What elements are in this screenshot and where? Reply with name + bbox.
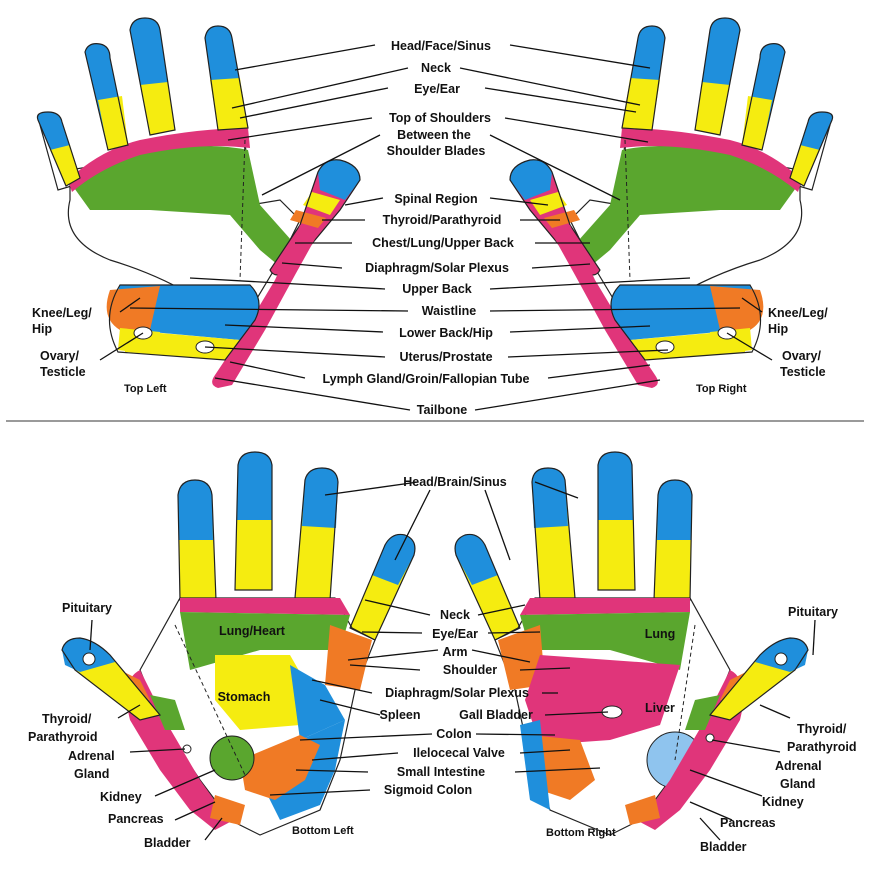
label-tailbone: Tailbone: [417, 403, 468, 417]
label-thyroid-top: Thyroid/Parathyroid: [383, 213, 502, 227]
label-stomach: Stomach: [218, 690, 271, 704]
label-head-face-sinus: Head/Face/Sinus: [391, 39, 491, 53]
label-pituitary-right: Pituitary: [788, 605, 838, 619]
label-waistline: Waistline: [422, 304, 476, 318]
label-chest-lung: Chest/Lung/Upper Back: [372, 236, 514, 250]
label-adrenal-right-1: Adrenal: [775, 759, 822, 773]
label-adrenal-left-1: Adrenal: [68, 749, 115, 763]
label-eye-ear-top: Eye/Ear: [414, 82, 460, 96]
label-lung: Lung: [645, 627, 676, 641]
label-uterus-prostate: Uterus/Prostate: [399, 350, 492, 364]
bottom-labels: Head/Brain/Sinus Neck Eye/Ear Arm Should…: [28, 475, 856, 854]
label-lung-heart: Lung/Heart: [219, 624, 286, 638]
label-thyroid-right-1: Thyroid/: [797, 722, 847, 736]
label-thyroid-right-2: Parathyroid: [787, 740, 856, 754]
label-neck-bottom: Neck: [440, 608, 470, 622]
label-gall-bladder: Gall Bladder: [459, 708, 533, 722]
label-arm: Arm: [442, 645, 467, 659]
label-sigmoid-colon: Sigmoid Colon: [384, 783, 472, 797]
label-eye-ear-bottom: Eye/Ear: [432, 627, 478, 641]
label-lymph: Lymph Gland/Groin/Fallopian Tube: [323, 372, 530, 386]
label-lower-back-hip: Lower Back/Hip: [399, 326, 493, 340]
label-head-brain-sinus: Head/Brain/Sinus: [403, 475, 507, 489]
label-knee-right-2: Hip: [768, 322, 789, 336]
label-diaphragm-top: Diaphragm/Solar Plexus: [365, 261, 509, 275]
label-top-left: Top Left: [124, 383, 167, 395]
label-pancreas-right: Pancreas: [720, 816, 776, 830]
label-adrenal-left-2: Gland: [74, 767, 109, 781]
label-knee-left-2: Hip: [32, 322, 53, 336]
label-bladder-left: Bladder: [144, 836, 191, 850]
top-left-hand: [37, 18, 360, 388]
label-colon: Colon: [436, 727, 471, 741]
label-pancreas-left: Pancreas: [108, 812, 164, 826]
label-bottom-left: Bottom Left: [292, 825, 354, 837]
label-bladder-right: Bladder: [700, 840, 747, 854]
label-spinal-region: Spinal Region: [394, 192, 477, 206]
label-kidney-right: Kidney: [762, 795, 804, 809]
label-spleen: Spleen: [380, 708, 421, 722]
label-liver: Liver: [645, 701, 675, 715]
label-diaphragm-bottom: Diaphragm/Solar Plexus: [385, 686, 529, 700]
label-top-of-shoulders: Top of Shoulders: [389, 111, 491, 125]
label-ovary-left-1: Ovary/: [40, 349, 79, 363]
label-pituitary-left: Pituitary: [62, 601, 112, 615]
label-kidney-left: Kidney: [100, 790, 142, 804]
label-small-intestine: Small Intestine: [397, 765, 485, 779]
bottom-left-hand: [62, 452, 415, 835]
label-ovary-right-1: Ovary/: [782, 349, 821, 363]
label-knee-left-1: Knee/Leg/: [32, 306, 92, 320]
label-ovary-right-2: Testicle: [780, 365, 826, 379]
label-upper-back: Upper Back: [402, 282, 472, 296]
label-between-2: Shoulder Blades: [387, 144, 486, 158]
label-knee-right-1: Knee/Leg/: [768, 306, 828, 320]
label-ovary-left-2: Testicle: [40, 365, 86, 379]
label-bottom-right: Bottom Right: [546, 827, 616, 839]
label-top-right: Top Right: [696, 383, 747, 395]
label-thyroid-left-1: Thyroid/: [42, 712, 92, 726]
label-neck-top: Neck: [421, 61, 451, 75]
label-adrenal-right-2: Gland: [780, 777, 815, 791]
label-ileocecal: Ilelocecal Valve: [413, 746, 505, 760]
label-shoulder: Shoulder: [443, 663, 497, 677]
label-between-1: Between the: [397, 128, 471, 142]
bottom-right-hand: [455, 452, 808, 835]
label-thyroid-left-2: Parathyroid: [28, 730, 97, 744]
